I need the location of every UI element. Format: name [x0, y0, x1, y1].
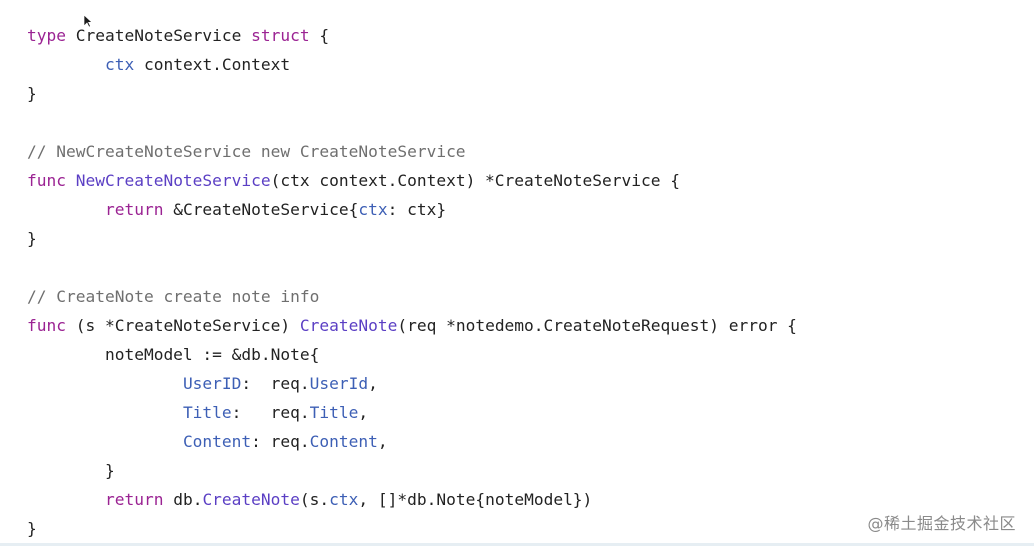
- code-token: Content: [182, 432, 252, 451]
- code-token: context.Context: [134, 55, 291, 74]
- mouse-pointer-icon: [83, 14, 93, 28]
- code-token: [27, 432, 183, 451]
- code-token: NewCreateNoteService: [75, 171, 271, 190]
- code-token: db.: [163, 490, 203, 509]
- code-token: (req *notedemo.CreateNoteRequest) error …: [397, 316, 797, 335]
- code-line[interactable]: func (s *CreateNoteService) CreateNote(r…: [27, 311, 797, 340]
- code-token: func: [27, 316, 76, 335]
- code-token: }: [27, 229, 37, 248]
- code-token: ,: [358, 403, 369, 422]
- code-token: : ctx}: [387, 200, 447, 219]
- code-token: // CreateNote create note info: [27, 287, 320, 306]
- code-line[interactable]: ctx context.Context: [27, 50, 797, 79]
- code-line[interactable]: return &CreateNoteService{ctx: ctx}: [27, 195, 797, 224]
- code-block[interactable]: type CreateNoteService struct { ctx cont…: [27, 21, 797, 543]
- code-token: , []*db.Note{noteModel}): [358, 490, 593, 509]
- code-line[interactable]: }: [27, 456, 797, 485]
- code-token: UserId: [309, 374, 369, 393]
- code-token: ctx: [358, 200, 388, 219]
- code-token: Title: [182, 403, 232, 422]
- code-token: func: [27, 171, 76, 190]
- code-token: CreateNote: [202, 490, 300, 509]
- code-token: [27, 403, 183, 422]
- code-token: : req.: [241, 374, 310, 393]
- code-token: {: [309, 26, 330, 45]
- code-token: return: [104, 490, 164, 509]
- code-token: }: [27, 461, 115, 480]
- code-token: ctx: [329, 490, 359, 509]
- code-token: struct: [251, 26, 310, 45]
- code-token: ,: [377, 432, 388, 451]
- code-token: Content: [309, 432, 378, 451]
- code-line[interactable]: [27, 253, 797, 282]
- code-token: Title: [309, 403, 359, 422]
- code-line[interactable]: func NewCreateNoteService(ctx context.Co…: [27, 166, 797, 195]
- code-token: (s.: [299, 490, 330, 509]
- code-line[interactable]: // CreateNote create note info: [27, 282, 797, 311]
- code-token: [27, 374, 183, 393]
- code-token: ctx: [104, 55, 135, 74]
- code-line[interactable]: UserID: req.UserId,: [27, 369, 797, 398]
- code-token: : req.: [251, 432, 310, 451]
- code-token: CreateNoteService: [75, 26, 252, 45]
- bottom-divider: [0, 543, 1034, 546]
- code-token: UserID: [182, 374, 242, 393]
- code-token: // NewCreateNoteService new CreateNoteSe…: [27, 142, 466, 161]
- code-token: (ctx context.Context) *CreateNoteService…: [270, 171, 680, 190]
- code-token: [27, 55, 105, 74]
- code-line[interactable]: Content: req.Content,: [27, 427, 797, 456]
- code-line[interactable]: }: [27, 79, 797, 108]
- code-line[interactable]: }: [27, 224, 797, 253]
- code-token: type: [27, 26, 76, 45]
- code-token: }: [27, 519, 37, 538]
- code-line[interactable]: [27, 108, 797, 137]
- watermark-text: @稀土掘金技术社区: [867, 514, 1016, 533]
- code-line[interactable]: return db.CreateNote(s.ctx, []*db.Note{n…: [27, 485, 797, 514]
- code-token: }: [27, 84, 37, 103]
- code-token: : req.: [231, 403, 310, 422]
- code-token: &CreateNoteService{: [163, 200, 359, 219]
- code-token: noteModel := &db.Note{: [27, 345, 320, 364]
- code-line[interactable]: type CreateNoteService struct {: [27, 21, 797, 50]
- code-line[interactable]: // NewCreateNoteService new CreateNoteSe…: [27, 137, 797, 166]
- code-token: return: [104, 200, 164, 219]
- code-line[interactable]: noteModel := &db.Note{: [27, 340, 797, 369]
- code-token: [27, 200, 105, 219]
- code-line[interactable]: }: [27, 514, 797, 543]
- code-token: (s *CreateNoteService): [75, 316, 300, 335]
- code-line[interactable]: Title: req.Title,: [27, 398, 797, 427]
- code-token: [27, 490, 105, 509]
- code-token: ,: [368, 374, 378, 393]
- code-token: CreateNote: [299, 316, 398, 335]
